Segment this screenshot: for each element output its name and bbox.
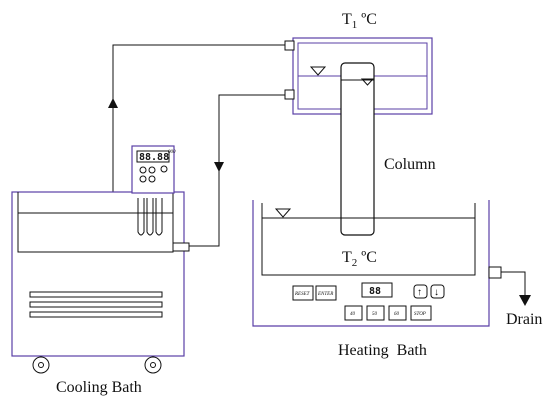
preset-50-button[interactable]	[366, 305, 385, 321]
cooling-knob-2[interactable]	[148, 166, 156, 174]
enter-label: ENTER	[317, 292, 333, 297]
heating-bath	[252, 200, 531, 327]
drain-arrow-icon	[519, 295, 531, 306]
flow-arrow-down-icon	[214, 162, 224, 172]
cooling-knob-4[interactable]	[139, 175, 147, 183]
vent-grille	[29, 291, 163, 318]
stop-label: STOP	[414, 312, 426, 317]
reset-label: RESET	[294, 292, 311, 297]
bath-level-icon	[274, 208, 292, 218]
preset-60-button[interactable]	[388, 305, 407, 321]
cooling-knob-1[interactable]	[139, 166, 147, 174]
preset-40-label: 40	[350, 312, 356, 317]
preset-50-label: 50	[372, 312, 378, 317]
t1-label: T1 ºC	[342, 11, 377, 31]
cooling-bath-label: Cooling Bath	[56, 379, 142, 396]
down-button[interactable]	[430, 284, 445, 299]
cooling-knob-5[interactable]	[148, 175, 156, 183]
heating-display	[361, 282, 393, 298]
preset-40-button[interactable]	[344, 305, 363, 321]
column-level-icon	[360, 78, 375, 86]
column-label: Column	[384, 156, 436, 173]
down-arrow-icon: ↓	[434, 287, 439, 298]
cooling-unit-tag: 000	[168, 150, 176, 155]
cooling-knob-3[interactable]	[160, 165, 168, 173]
wheel-left-icon	[32, 356, 50, 374]
t2-label: T2 ºC	[342, 249, 377, 269]
cooling-controller: 88.88 000	[131, 145, 176, 194]
wheel-right-icon	[144, 356, 162, 374]
heating-control-panel: RESET ENTER 88 ↑ ↓ 40 50 60 STOP	[292, 282, 445, 321]
cooling-display: 88.88	[139, 152, 169, 163]
water-level-icon	[309, 66, 327, 76]
drain-label: Drain	[506, 311, 542, 328]
preset-60-label: 60	[394, 312, 400, 317]
heating-display-value: 88	[369, 286, 381, 297]
column	[340, 62, 375, 236]
heating-bath-label: Heating Bath	[338, 342, 427, 359]
enter-button[interactable]	[315, 285, 337, 301]
flow-arrow-up-icon	[108, 98, 118, 108]
cooling-bath	[11, 191, 190, 374]
reset-button[interactable]	[292, 285, 314, 301]
stop-button[interactable]	[410, 305, 432, 321]
up-arrow-icon: ↑	[417, 287, 422, 298]
up-button[interactable]	[413, 284, 428, 299]
